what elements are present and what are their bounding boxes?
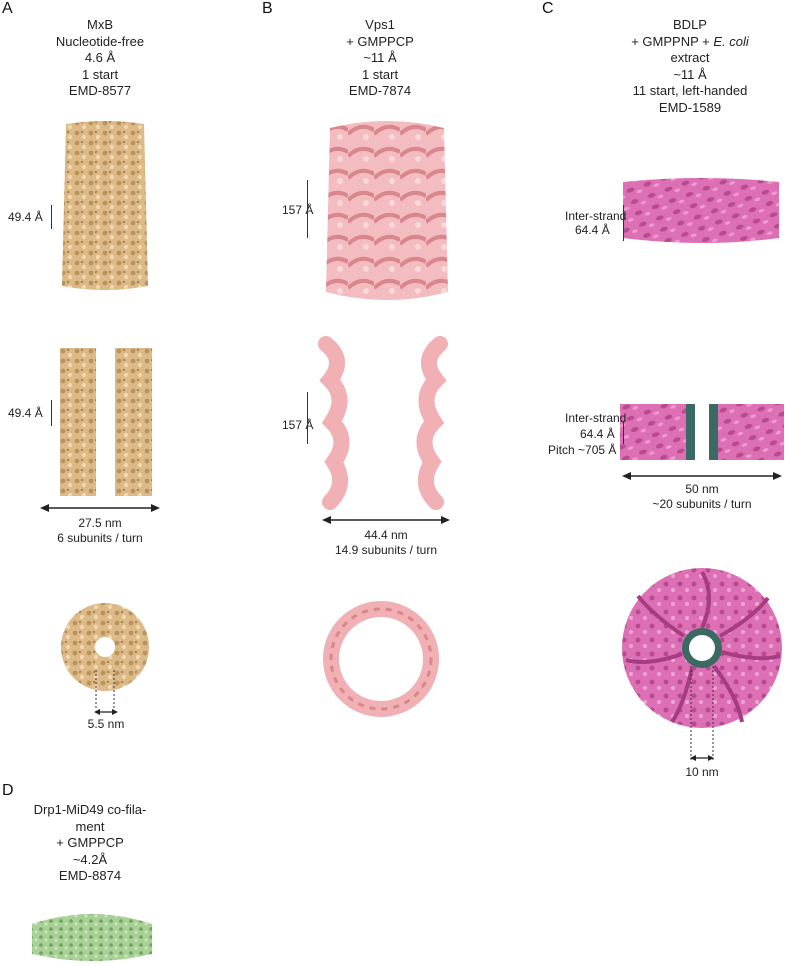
panel-b-width-arrow — [322, 516, 450, 524]
panel-c-state-extract: extract — [670, 50, 710, 65]
panel-d-protein-cont: ment — [75, 818, 105, 834]
panel-c-filament-surface — [623, 178, 779, 243]
panel-b-state: + GMPPCP — [346, 33, 414, 49]
panel-letter-c: C — [542, 0, 554, 17]
panel-a-top-view — [61, 603, 149, 708]
panel-c-pitch-label: Pitch ~705 Å — [548, 443, 617, 457]
panel-a-width-label: 27.5 nm — [78, 516, 122, 530]
panel-c-inter-strand-label-top: Inter-strand — [565, 209, 627, 223]
panel-c-inter-strand-bar-cut — [623, 422, 624, 444]
panel-d-resolution: ~4.2Å — [72, 851, 108, 867]
panel-c-state-prefix: + GMPPNP + — [631, 33, 714, 49]
panel-letter-a: A — [2, 0, 13, 17]
panel-c-inter-strand-bar-top — [623, 205, 624, 241]
panel-b-rise-bar-top — [307, 180, 308, 238]
panel-letter-d: D — [2, 782, 14, 799]
panel-c-resolution: ~11 Å — [673, 66, 707, 82]
panel-letter-b: B — [262, 0, 273, 17]
panel-a-cutaway — [60, 348, 152, 496]
panel-d-state: + GMPPCP — [56, 835, 124, 850]
panel-c-subunits-label: ~20 subunits / turn — [652, 497, 752, 511]
panel-c-start: 11 start, left-handed — [632, 83, 748, 98]
panel-d-protein: Drp1-MiD49 co-fila- — [33, 802, 147, 817]
panel-b-cutaway — [318, 336, 448, 510]
panel-c-emd: EMD-1589 — [658, 99, 722, 115]
panel-d-filament-surface — [32, 914, 152, 961]
panel-c-width-label: 50 nm — [685, 482, 719, 496]
panel-c-state-species: E. coli — [713, 33, 749, 49]
panel-b-width-label: 44.4 nm — [364, 528, 408, 542]
panel-a-emd: EMD-8577 — [68, 83, 132, 98]
panel-c-lumen-arrow — [690, 755, 714, 761]
panel-b-rise-bar-cut — [307, 392, 308, 444]
panel-d-emd: EMD-8874 — [58, 868, 122, 883]
panel-b-rise-label-top: 157 Å — [282, 203, 314, 217]
panel-c-protein: BDLP — [673, 17, 707, 32]
panel-a-header: MxB Nucleotide-free 4.6 Å 1 start EMD-85… — [40, 17, 160, 100]
panel-c-inter-strand-label-cut: Inter-strand — [565, 411, 627, 425]
panel-b-rise-label-cut: 157 Å — [282, 418, 314, 432]
panel-a-state: Nucleotide-free — [55, 33, 145, 49]
panel-b-top-view — [323, 601, 439, 717]
panel-c-inter-strand-value-cut: 64.4 Å — [580, 427, 615, 441]
panel-c-inter-strand-value-top: 64.4 Å — [575, 223, 610, 237]
panel-b-resolution: ~11 Å — [363, 50, 397, 65]
panel-a-filament-surface — [62, 121, 148, 290]
panel-a-resolution: 4.6 Å — [84, 50, 116, 65]
panel-b-header: Vps1 + GMPPCP ~11 Å 1 start EMD-7874 — [320, 17, 440, 100]
panel-b-start: 1 start — [361, 66, 399, 82]
panel-c-cutaway — [620, 404, 784, 460]
panel-a-lumen-arrow — [94, 709, 118, 715]
panel-c-width-arrow — [622, 472, 782, 480]
panel-a-rise-bar-top — [51, 205, 52, 229]
panel-b-filament-surface — [326, 121, 448, 300]
panel-c-header: BDLP + GMPPNP + E. coli extract ~11 Å 11… — [610, 17, 770, 116]
panel-b-emd: EMD-7874 — [348, 83, 412, 98]
panel-a-subunits-label: 6 subunits / turn — [57, 531, 143, 545]
panel-c-top-view — [622, 568, 782, 762]
panel-a-rise-label-top: 49.4 Å — [8, 210, 43, 224]
panel-a-lumen-label: 5.5 nm — [87, 717, 125, 731]
panel-d-header: Drp1-MiD49 co-fila- ment + GMPPCP ~4.2Å … — [20, 802, 160, 885]
panel-c-lumen-label: 10 nm — [685, 765, 719, 779]
panel-a-rise-label-cut: 49.4 Å — [8, 406, 43, 420]
panel-a-width-arrow — [40, 504, 160, 512]
panel-a-start: 1 start — [81, 66, 119, 82]
panel-b-protein: Vps1 — [365, 17, 395, 32]
panel-a-rise-bar-cut — [51, 400, 52, 426]
panel-b-subunits-label: 14.9 subunits / turn — [334, 543, 438, 557]
panel-a-protein: MxB — [87, 17, 113, 32]
panel-c-state: + GMPPNP + E. coli — [610, 34, 770, 51]
